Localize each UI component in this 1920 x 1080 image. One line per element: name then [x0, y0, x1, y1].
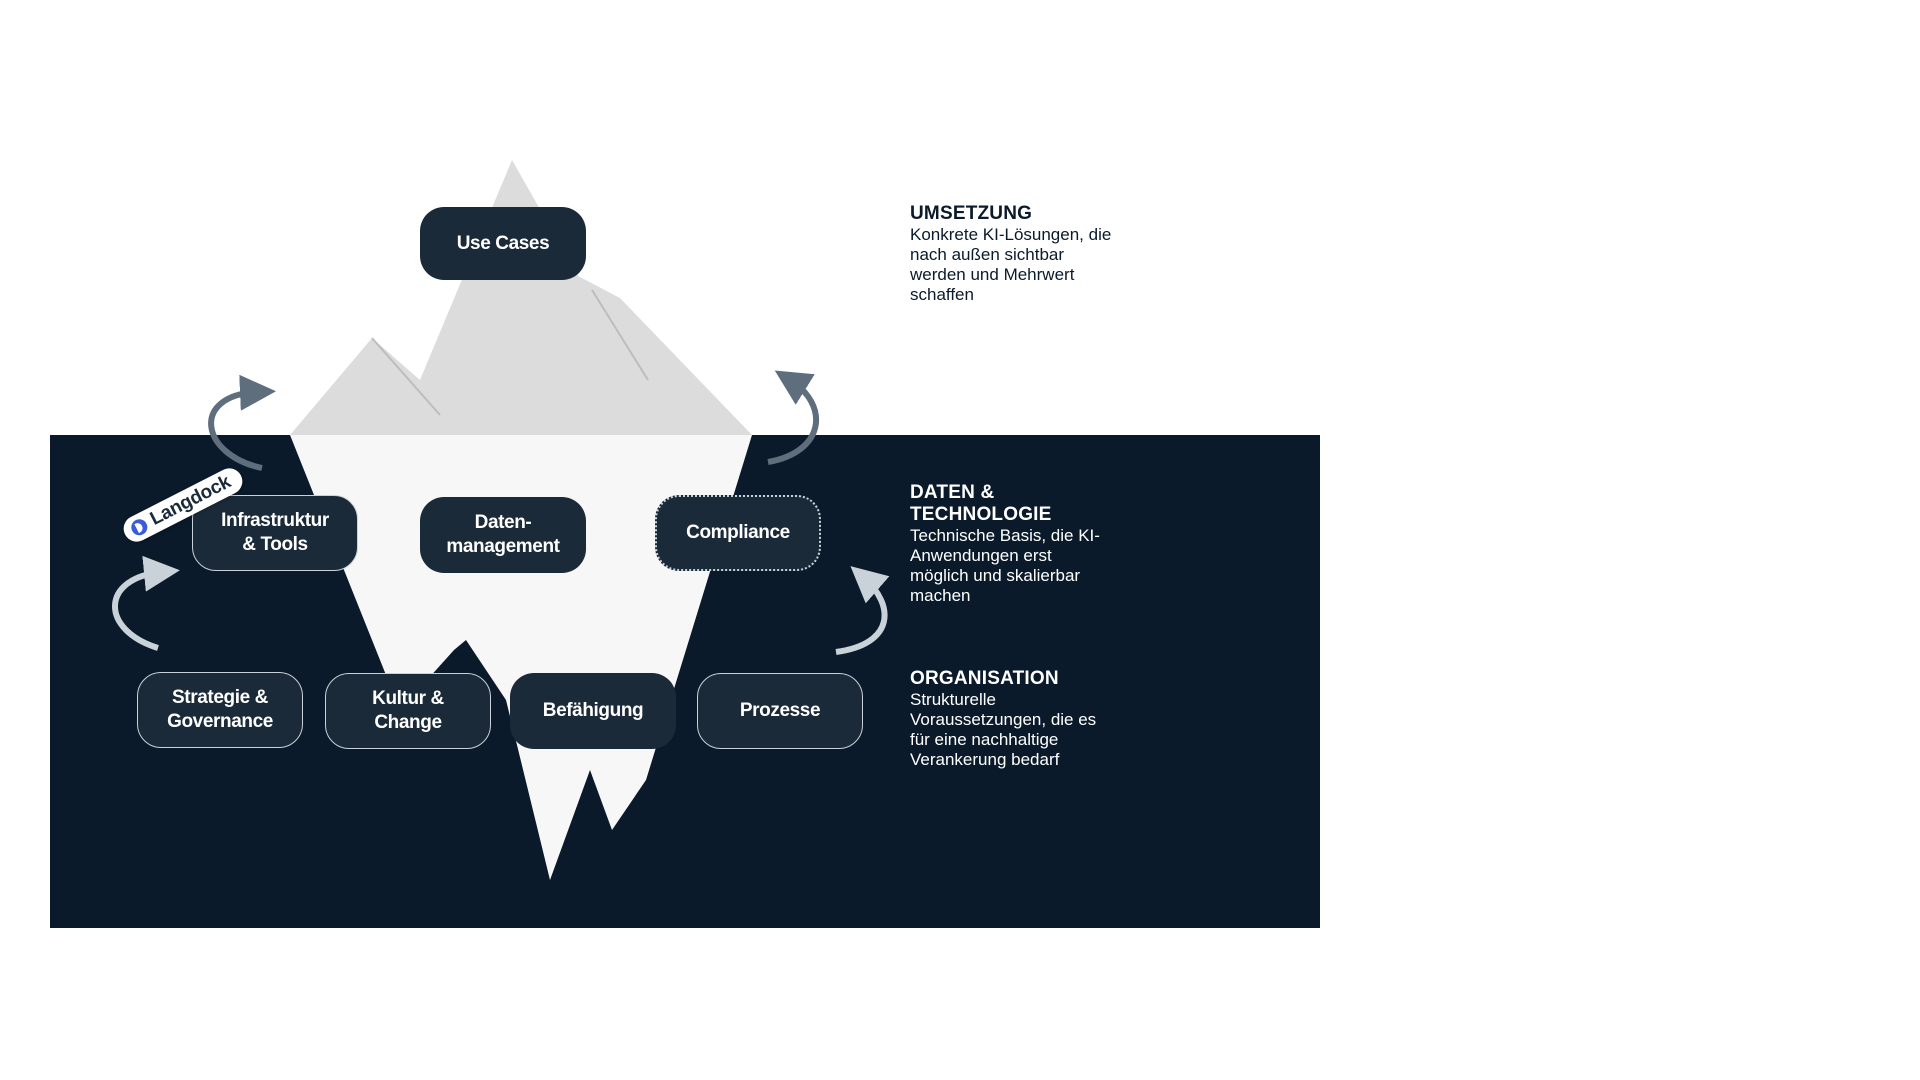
iceberg-ridge-left — [371, 337, 441, 416]
node-datenmanagement: Daten- management — [420, 497, 586, 573]
layer-daten-technologie-title: DATEN & TECHNOLOGIE — [910, 482, 1052, 525]
iceberg-ridge-right — [591, 289, 649, 381]
layer-daten-technologie-description: Technische Basis, die KI- Anwendungen er… — [910, 526, 1100, 605]
layer-umsetzung-title: UMSETZUNG — [910, 203, 1033, 224]
layer-organisation: ORGANISATION Strukturelle Voraussetzunge… — [910, 668, 1170, 770]
node-prozesse: Prozesse — [697, 673, 863, 749]
iceberg-tip — [290, 160, 752, 435]
node-kultur-change: Kultur & Change — [325, 673, 491, 749]
node-strategie-governance: Strategie & Governance — [137, 672, 303, 748]
node-compliance: Compliance — [655, 495, 821, 571]
iceberg-underwater — [290, 435, 752, 880]
layer-umsetzung: UMSETZUNG Konkrete KI-Lösungen, die nach… — [910, 203, 1170, 305]
langdock-logo-icon — [128, 516, 151, 539]
layer-organisation-title: ORGANISATION — [910, 668, 1059, 689]
layer-organisation-description: Strukturelle Voraussetzungen, die es für… — [910, 690, 1097, 769]
layer-daten-technologie: DATEN & TECHNOLOGIE Technische Basis, di… — [910, 482, 1170, 606]
node-befaehigung: Befähigung — [510, 673, 676, 749]
layer-umsetzung-description: Konkrete KI-Lösungen, die nach außen sic… — [910, 225, 1112, 304]
node-infrastruktur-tools: Infrastruktur & Tools — [192, 495, 358, 571]
node-use-cases: Use Cases — [420, 207, 586, 280]
